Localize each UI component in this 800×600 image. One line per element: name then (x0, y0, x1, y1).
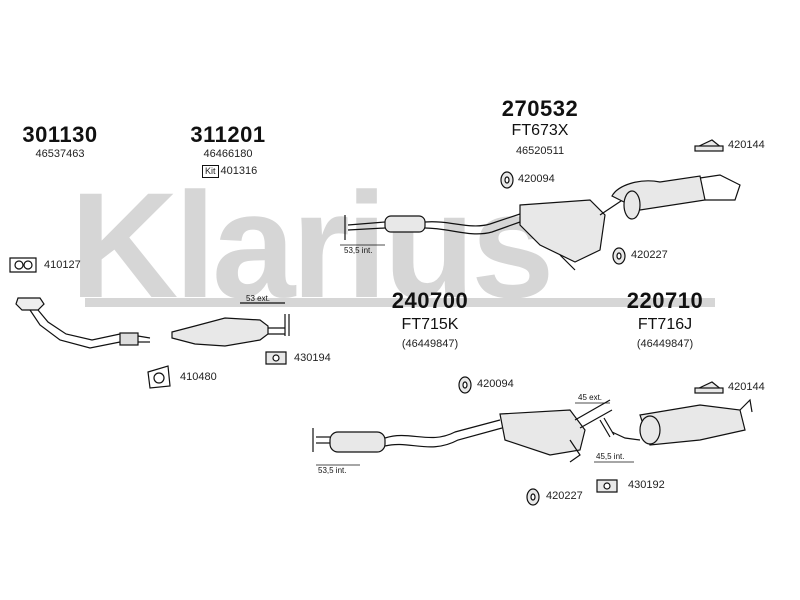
accessory-410127: 410127 (44, 259, 81, 271)
accessory-420227-bottom: 420227 (546, 490, 583, 502)
hanger-icon-420144-bottom (694, 381, 724, 394)
oem-number-240700: (46449847) (401, 338, 459, 350)
accessory-420144-bottom: 420144 (728, 381, 765, 393)
accessory-420227-top: 420227 (631, 249, 668, 261)
brand-watermark: Klarius (70, 161, 555, 329)
hanger-icon-430194 (265, 351, 287, 365)
front-pipe-drawing (15, 297, 151, 349)
rear-silencer-bottom-drawing (574, 398, 753, 446)
catalyst-drawing (171, 302, 290, 347)
hanger-icon-430192 (596, 479, 618, 493)
dimension-53-ext: 53 ext. (246, 294, 271, 303)
accessory-420094-bottom: 420094 (477, 378, 514, 390)
accessory-420094-top: 420094 (518, 173, 555, 185)
rubber-ring-icon-420227-bottom (526, 488, 540, 506)
oem-number-220710: (46449847) (636, 338, 694, 350)
rubber-ring-icon-420094-bottom (458, 376, 472, 394)
accessory-430194: 430194 (294, 352, 331, 364)
oem-number-301130: 46537463 (35, 148, 85, 160)
accessory-410480: 410480 (180, 371, 217, 383)
part-number-220710: 220710 (626, 288, 704, 313)
centre-silencer-bottom-drawing (312, 409, 586, 463)
part-number-311201: 311201 (190, 122, 266, 147)
oem-number-270532: 46520511 (515, 145, 565, 157)
dimension-53-5-int-top: 53,5 int. (344, 246, 373, 255)
dimension-53-5-int-bottom: 53,5 int. (318, 466, 347, 475)
dimension-45-5-int: 45,5 int. (596, 452, 625, 461)
gasket-icon-410480 (147, 365, 171, 389)
part-number-301130: 301130 (22, 122, 98, 147)
rubber-ring-icon-420094-top (500, 171, 514, 189)
part-code-270532: FT673X (511, 122, 569, 139)
part-code-220710: FT716J (637, 316, 693, 333)
gasket-icon-410127 (9, 257, 37, 273)
part-number-270532: 270532 (501, 96, 579, 121)
dimension-45-ext: 45 ext. (578, 393, 603, 402)
hanger-icon-420144-top (694, 139, 724, 152)
kit-icon: Kit (202, 165, 219, 178)
divider-bar (85, 298, 715, 307)
rear-silencer-top-drawing (611, 174, 741, 220)
accessory-430192: 430192 (628, 479, 665, 491)
kit-code-311201: 401316 (220, 165, 258, 177)
rubber-ring-icon-420227-top (612, 247, 626, 265)
accessory-420144-top: 420144 (728, 139, 765, 151)
part-code-240700: FT715K (401, 316, 459, 333)
oem-number-311201: 46466180 (203, 148, 253, 160)
centre-silencer-top-drawing (344, 194, 631, 271)
part-number-240700: 240700 (391, 288, 469, 313)
